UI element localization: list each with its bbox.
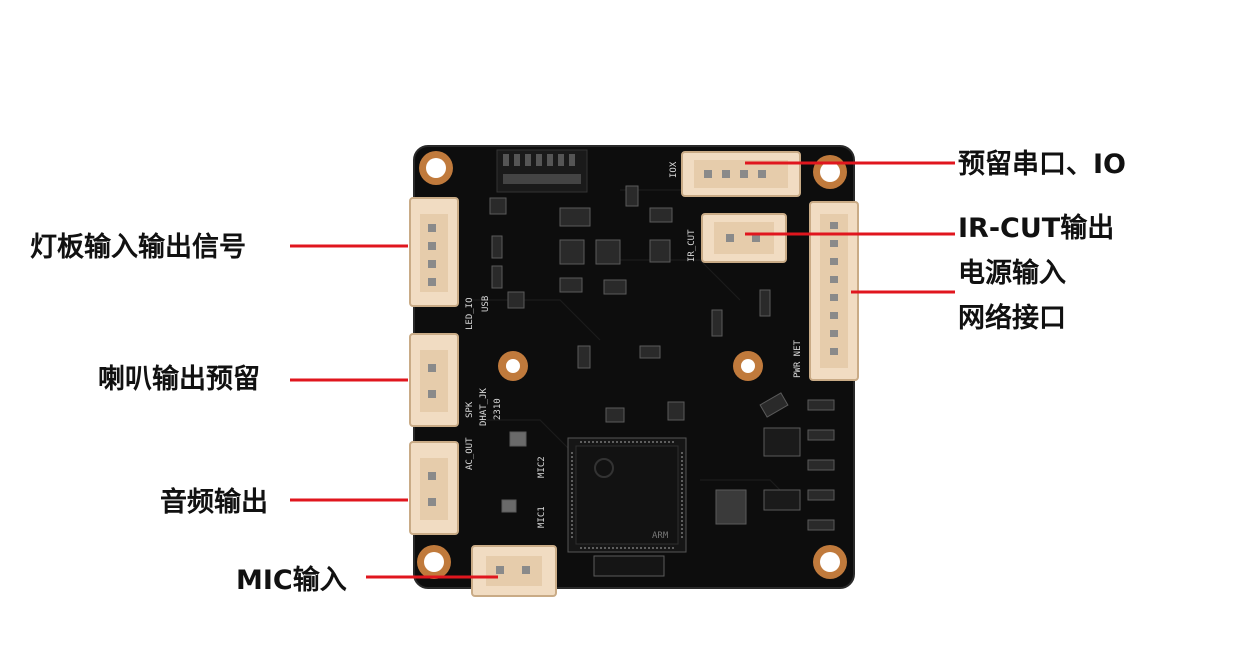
smd-components-icon: [489, 185, 835, 577]
connector-power-network-icon: [809, 201, 859, 381]
mounting-hole-icon: [417, 151, 847, 579]
silk-ir-cut: IR_CUT: [687, 229, 697, 262]
soc-chip-icon: [567, 437, 687, 553]
connector-led-io-icon: [409, 197, 459, 307]
label-led-io-signal: 灯板输入输出信号: [30, 232, 246, 263]
silk-usb: USB: [481, 296, 491, 312]
silk-led-io: LED_IO: [465, 297, 475, 330]
label-power-input: 电源输入: [958, 258, 1066, 289]
connector-speaker-icon: [409, 333, 459, 427]
label-network-port: 网络接口: [958, 303, 1066, 334]
connector-mic-icon: [471, 545, 557, 597]
label-ircut-output: IR-CUT输出: [958, 213, 1115, 244]
leader-lines: [290, 161, 955, 579]
silk-arm: ARM: [652, 531, 669, 541]
connector-serial-io-icon: [681, 151, 801, 197]
label-audio-output: 音频输出: [160, 487, 268, 518]
connector-ircut-icon: [701, 213, 787, 263]
silk-dhat: DHAT_JK: [479, 387, 489, 426]
silk-spk: SPK: [465, 401, 475, 418]
silk-mic1: MIC1: [537, 506, 547, 528]
silk-pwr-net: PWR NET: [793, 339, 803, 378]
connector-audio-output-icon: [409, 441, 459, 535]
silk-rev: 2310: [493, 398, 503, 420]
silk-iox: IOX: [669, 161, 679, 178]
silk-ac-out: AC_OUT: [465, 437, 475, 470]
label-serial-io: 预留串口、IO: [958, 149, 1126, 180]
silk-mic2: MIC2: [537, 456, 547, 478]
label-mic-input: MIC输入: [236, 565, 347, 596]
top-header-icon: [496, 149, 588, 193]
label-speaker-output: 喇叭输出预留: [98, 364, 260, 395]
